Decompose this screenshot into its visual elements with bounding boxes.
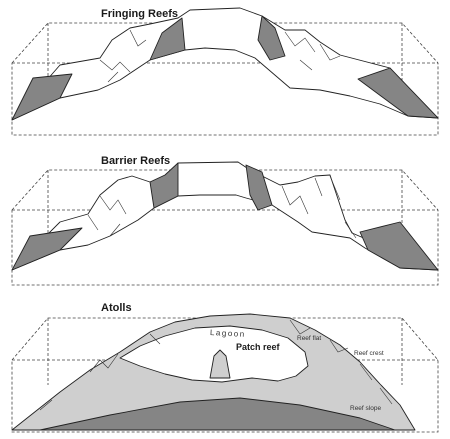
atoll-panel: Atolls Lagoon Patch reef Reef flat Reef …: [11, 302, 439, 433]
barrier-reef-texture: [87, 175, 357, 239]
barrier-left-cliff: [149, 162, 179, 209]
atoll-box: [11, 317, 439, 433]
reef-flat-label: Reef flat: [297, 335, 321, 342]
fringing-box: [11, 22, 439, 136]
fringing-island: [11, 7, 439, 121]
atoll-reef-texture: [39, 319, 393, 411]
fringing-left-cliff: [149, 17, 186, 61]
barrier-right-cliff: [245, 164, 273, 211]
patch-reef-label: Patch reef: [236, 342, 281, 352]
atoll-lagoon: [119, 325, 309, 383]
barrier-left-slope: [11, 227, 83, 271]
barrier-reef-panel: Barrier Reefs: [11, 155, 439, 286]
barrier-reef-title: Barrier Reefs: [101, 155, 170, 167]
barrier-right-slope: [359, 221, 439, 271]
barrier-box: [11, 169, 439, 286]
fringing-right-slope: [357, 67, 439, 119]
fringing-reef-title: Fringing Reefs: [101, 8, 178, 20]
fringing-left-slope: [11, 73, 73, 121]
atoll-patch-reef: [209, 349, 231, 379]
lagoon-label: Lagoon: [210, 328, 246, 339]
reef-slope-label: Reef slope: [350, 405, 381, 412]
fringing-reef-panel: Fringing Reefs: [11, 7, 439, 136]
fringing-right-cliff: [257, 15, 286, 61]
atoll-submerged-base: [39, 397, 396, 431]
fringing-reef-texture: [99, 29, 341, 83]
reef-crest-label: Reef crest: [354, 350, 384, 357]
atoll-title: Atolls: [101, 302, 132, 314]
